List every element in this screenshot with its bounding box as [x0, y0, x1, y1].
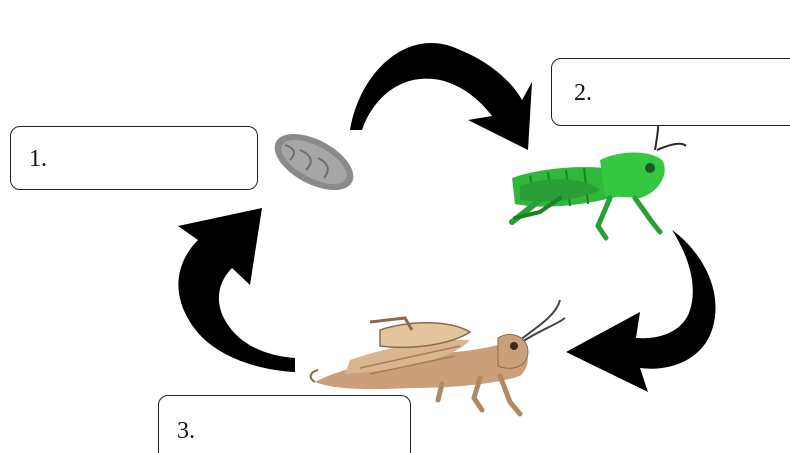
- arrow-adult-to-egg: [178, 208, 295, 372]
- stage-1-label-box[interactable]: 1.: [10, 126, 258, 190]
- arrow-nymph-to-adult: [566, 230, 716, 392]
- stage-2-label-box[interactable]: 2.: [551, 58, 790, 126]
- stage-3-label: 3.: [177, 419, 195, 443]
- stage-2-label: 2.: [574, 81, 592, 105]
- nymph-grasshopper-icon: [512, 125, 686, 238]
- arrow-egg-to-nymph: [350, 43, 532, 150]
- egg-icon: [266, 122, 363, 201]
- stage-1-label: 1.: [29, 147, 47, 171]
- stage-3-label-box[interactable]: 3.: [158, 395, 411, 453]
